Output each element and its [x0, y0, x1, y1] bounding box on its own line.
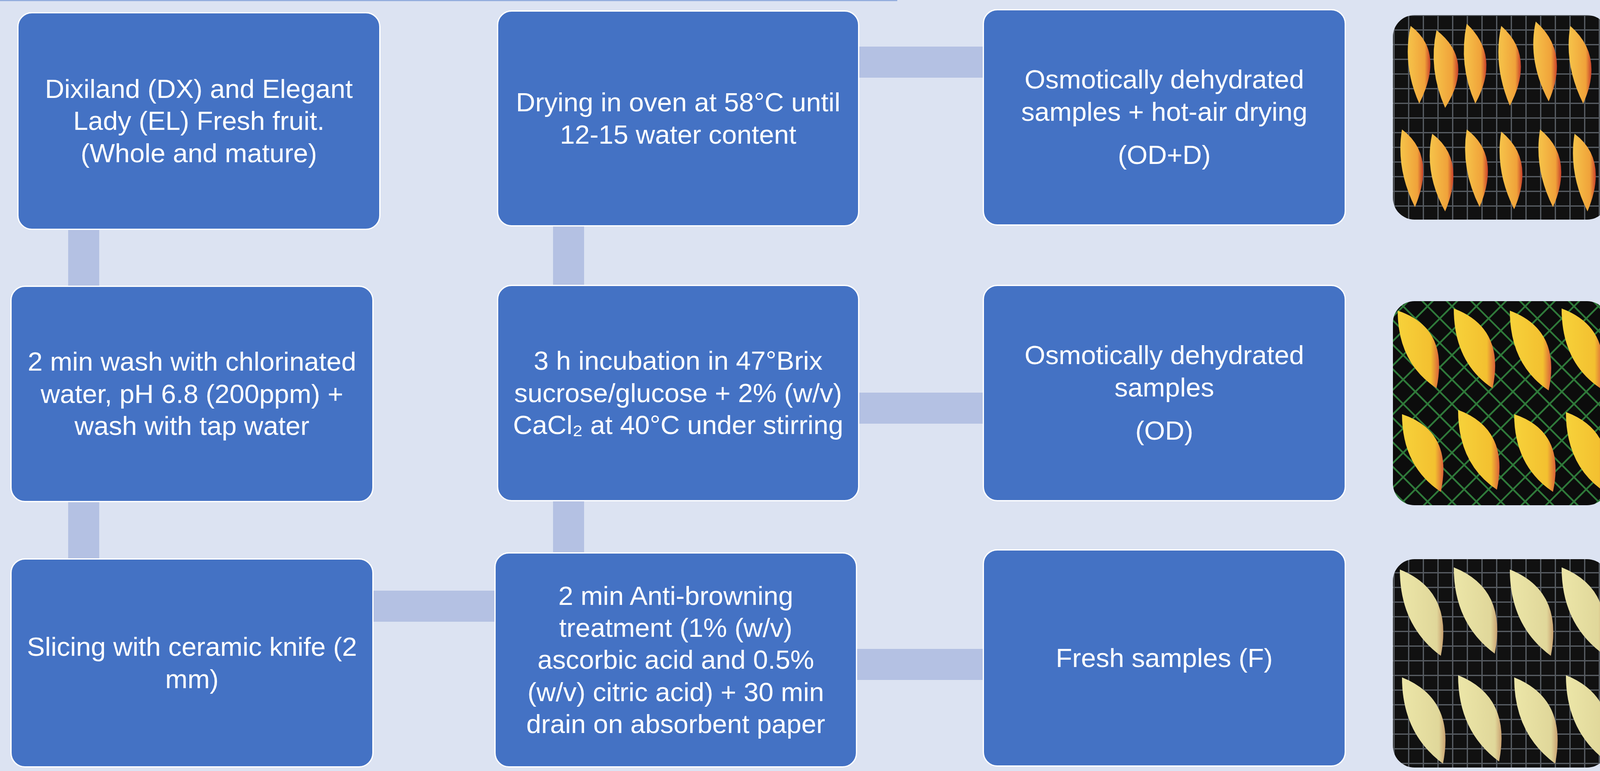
connector-bar [859, 392, 983, 424]
connector-bar [68, 229, 100, 286]
box-text: Osmotically dehydrated samples + hot-air… [995, 63, 1334, 128]
connector-bar [553, 501, 585, 553]
box-text: Drying in oven at 58°C until 12-15 water… [509, 86, 847, 151]
box-text: Slicing with ceramic knife (2 mm) [22, 630, 362, 695]
box-code: (OD+D) [1117, 138, 1211, 171]
process-box: Slicing with ceramic knife (2 mm) [10, 558, 374, 768]
process-box: 2 min wash with chlorinated water, pH 6.… [10, 285, 374, 503]
process-box: Drying in oven at 58°C until 12-15 water… [496, 10, 860, 227]
connector-bar [553, 226, 585, 285]
process-box: 2 min Anti-browning treatment (1% (w/v) … [494, 552, 858, 768]
connector-bar [857, 648, 983, 680]
box-text: Osmotically dehydrated samples [995, 339, 1334, 404]
box-text: Dixiland (DX) and Elegant Lady (EL) Fres… [29, 72, 368, 170]
connector-bar [373, 590, 495, 622]
box-text: 3 h incubation in 47°Brix sucrose/glucos… [509, 344, 847, 441]
box-text: 2 min wash with chlorinated water, pH 6.… [22, 345, 362, 442]
process-box: Osmotically dehydrated samples + hot-air… [982, 9, 1346, 226]
box-code: (OD) [1135, 414, 1194, 447]
process-box: 3 h incubation in 47°Brix sucrose/glucos… [496, 284, 860, 502]
box-text: 2 min Anti-browning treatment (1% (w/v) … [506, 579, 845, 741]
process-box: Osmotically dehydrated samples (OD) [982, 284, 1346, 502]
connector-bar [68, 502, 100, 559]
box-text: Fresh samples (F) [1056, 641, 1274, 674]
process-box: Fresh samples (F) [982, 549, 1346, 767]
connector-bar [859, 46, 983, 78]
process-box: Dixiland (DX) and Elegant Lady (EL) Fres… [17, 12, 381, 230]
